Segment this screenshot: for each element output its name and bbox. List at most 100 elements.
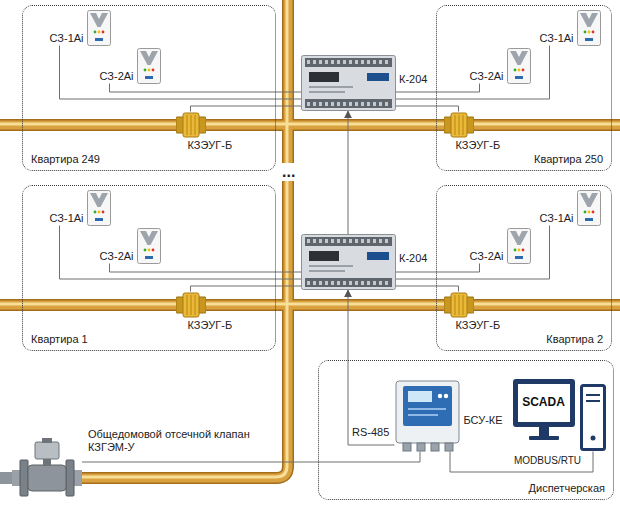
controller-icon-part xyxy=(313,281,316,285)
gas-pipe xyxy=(0,119,620,131)
signal-wire xyxy=(396,264,480,273)
controller-icon-part xyxy=(385,102,388,106)
zone-outline: Квартира 2СЗ-2AiСЗ-1AiКЗЭУГ-Б xyxy=(436,185,612,351)
device-label: СЗ-2Ai xyxy=(100,70,134,83)
sensor-icon-part xyxy=(580,193,598,207)
controller-icon-part xyxy=(319,239,322,243)
controller-icon-part xyxy=(361,239,364,243)
control-unit-icon-part xyxy=(417,443,425,451)
sensor-icon-part xyxy=(510,231,528,245)
sensor-icon-part xyxy=(140,231,158,245)
zone-label: Квартира 2 xyxy=(546,333,603,346)
sensor-icon-part xyxy=(585,218,593,221)
sensor-icon-part xyxy=(101,30,104,33)
sensor-icon-part xyxy=(95,38,103,41)
sensor-icon-part xyxy=(517,248,520,251)
computer-icon-part xyxy=(586,400,600,402)
controller-icon-part xyxy=(385,60,388,64)
valve-icon-part xyxy=(454,295,455,315)
controller-unit: К-204 xyxy=(301,234,396,290)
sensor-icon-part xyxy=(140,51,158,65)
controller-icon-part xyxy=(379,281,382,285)
sensor-icon-part xyxy=(97,30,100,33)
controller-icon-part xyxy=(355,102,358,106)
signal-wire xyxy=(110,264,302,273)
valve-icon-part xyxy=(454,115,455,135)
controller-icon-part xyxy=(307,281,310,285)
valve-icon-part xyxy=(194,115,195,135)
gas-sensor: СЗ-2Ai xyxy=(100,48,161,84)
controller-icon-part xyxy=(319,60,322,64)
controller-icon-part xyxy=(313,102,316,106)
main-shutoff-valve: Общедомовой отсечной клапан КЗГЭМ-У xyxy=(12,438,82,500)
signal-wire xyxy=(110,84,302,93)
controller-icon-part xyxy=(331,239,334,243)
controller-icon-part xyxy=(305,237,392,246)
controller-icon-part xyxy=(373,102,376,106)
controller-icon-part xyxy=(305,58,392,67)
controller-icon-part xyxy=(379,239,382,243)
device-label: КЗЭУГ-Б xyxy=(456,319,501,332)
main-valve-icon-part xyxy=(42,438,52,443)
signal-wire xyxy=(348,111,349,234)
controller-icon-part xyxy=(343,60,346,64)
signal-wire xyxy=(450,452,593,473)
sensor-icon-part xyxy=(515,76,523,79)
sensor-icon-part xyxy=(95,218,103,221)
controller-icon-part xyxy=(305,99,392,108)
controller-icon-part xyxy=(302,235,396,290)
controller-icon-part xyxy=(337,60,340,64)
control-unit-icon-part xyxy=(408,414,438,416)
signal-wire xyxy=(191,286,302,292)
sensor-icon xyxy=(577,10,601,46)
sensor-icon-part xyxy=(510,51,528,65)
control-unit-icon-part xyxy=(431,443,439,451)
sensor-icon xyxy=(137,228,161,264)
gas-sensor: СЗ-1Ai xyxy=(50,10,111,46)
controller-icon-part xyxy=(349,60,352,64)
controller-icon-part xyxy=(343,102,346,106)
sensor-icon-part xyxy=(90,193,108,207)
sensor-icon-part xyxy=(580,13,598,27)
sensor-icon-part xyxy=(517,68,520,71)
controller-icon-part xyxy=(349,102,352,106)
signal-wire xyxy=(60,46,302,100)
valve-icon-part xyxy=(458,295,459,315)
control-unit-icon-part xyxy=(403,386,452,426)
controller-icon-part xyxy=(325,239,328,243)
signal-wire xyxy=(396,226,550,280)
controller-icon-part xyxy=(373,60,376,64)
controller-icon-part xyxy=(355,239,358,243)
sensor-icon-part xyxy=(151,68,154,71)
control-unit-icon-part xyxy=(408,408,446,410)
controller-icon-part xyxy=(337,102,340,106)
main-valve-icon-part xyxy=(35,442,59,459)
shutoff-valve: КЗЭУГ-Б xyxy=(444,112,501,152)
device-label: КЗЭУГ-Б xyxy=(456,139,501,152)
sensor-icon-part xyxy=(97,210,100,213)
controller-icon-part xyxy=(313,60,316,64)
computer-icon-part xyxy=(539,427,549,436)
signal-wire xyxy=(191,106,302,112)
controller-icon-part xyxy=(367,102,370,106)
device-label: СЗ-2Ai xyxy=(470,250,504,263)
computer-icon-part xyxy=(586,394,600,396)
signal-wire xyxy=(82,452,420,463)
computer-icon-part xyxy=(513,379,575,427)
controller-icon-part xyxy=(385,281,388,285)
sensor-icon-part xyxy=(583,30,586,33)
device-label: СЗ-1Ai xyxy=(50,212,84,225)
device-label: СЗ-1Ai xyxy=(540,32,574,45)
controller-icon-part xyxy=(361,102,364,106)
controller-icon-part xyxy=(367,252,389,260)
gas-sensor: СЗ-2Ai xyxy=(470,48,531,84)
gas-sensor: СЗ-2Ai xyxy=(100,228,161,264)
controller-icon-part xyxy=(309,251,339,261)
controller-icon-part xyxy=(307,60,310,64)
gas-sensor: СЗ-1Ai xyxy=(540,10,601,46)
controller-unit: К-204 xyxy=(301,55,396,111)
controller-icon-part xyxy=(367,281,370,285)
controller-icon-part xyxy=(343,281,346,285)
device-label: СЗ-2Ai xyxy=(470,70,504,83)
